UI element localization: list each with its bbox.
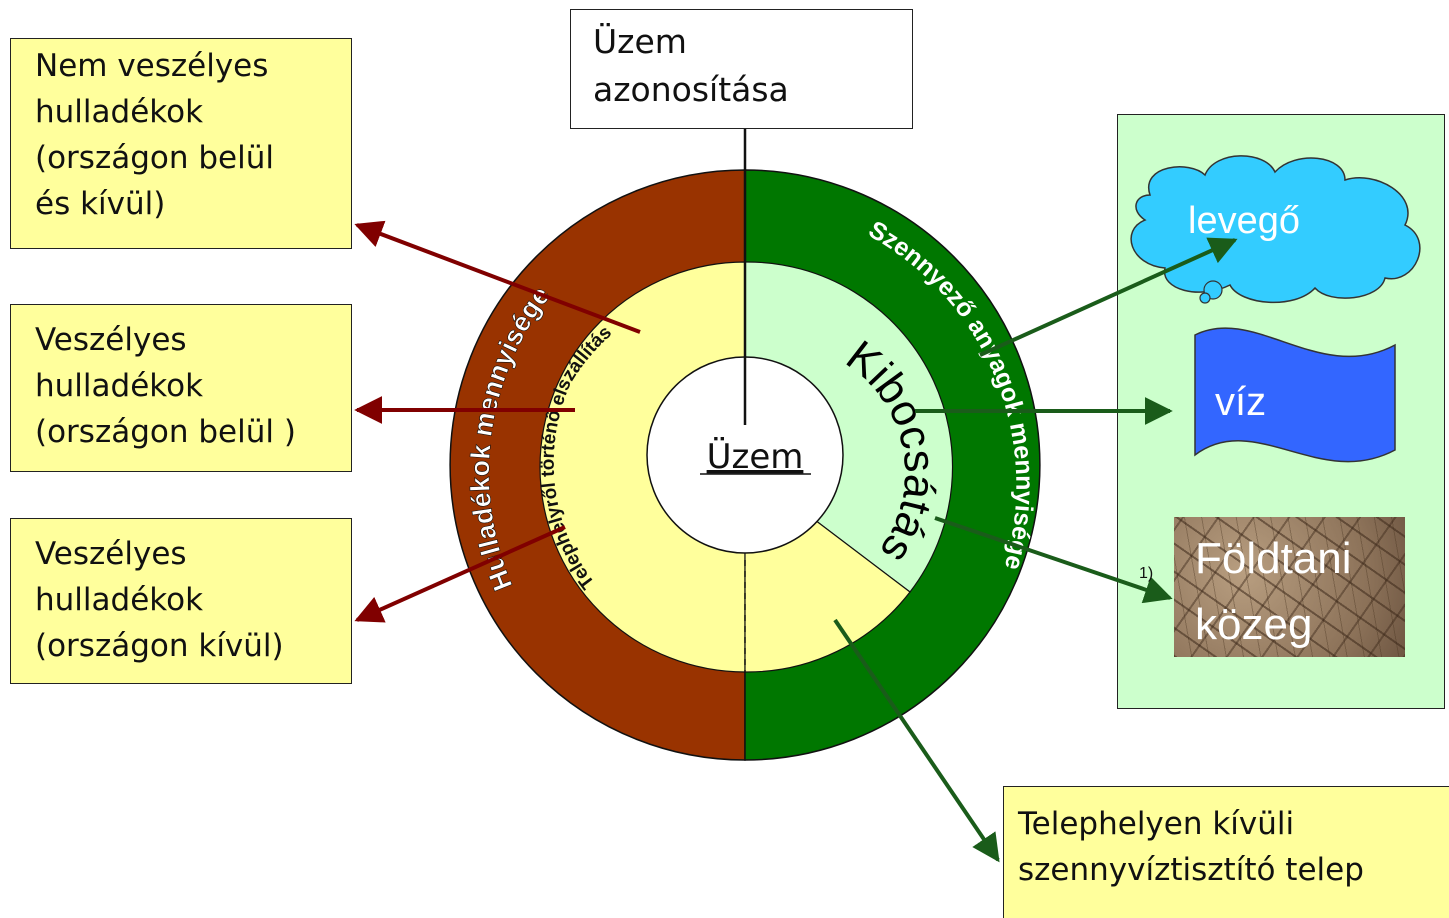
soil-footnote: 1) [1139,565,1153,582]
arrow-to-nonhazardous [354,220,641,334]
arrow-to-air [979,237,1238,357]
arrow-to-wastewater-plant [833,618,1000,863]
soil-texture-image [1174,517,1405,657]
transfer-ring [539,261,746,673]
water-flag [1194,327,1396,463]
hazardous-waste-domestic-box: Veszélyes hulladékok (országon belül ) [10,304,352,472]
arrow-to-soil [934,516,1173,604]
nonhazardous-waste-box: Nem veszélyes hulladékok (országon belül… [10,38,352,249]
soil-label-line1: Földtani [1195,534,1352,583]
center-label: Üzem [707,436,804,477]
air-cloud [1130,155,1421,304]
offsite-wastewater-plant-box: Telephelyen kívüli szennyvíztisztító tel… [1003,786,1449,918]
air-label: levegő [1188,200,1300,242]
hazardous-waste-abroad-box: Veszélyes hulladékok (országon kívül) [10,518,352,684]
emission-sector [744,261,954,593]
air-cloud-bubble-small [1199,292,1211,304]
soil-label-line2: közeg [1195,600,1313,649]
water-label: víz [1215,380,1267,424]
arrow-to-hazardous-out [354,525,566,623]
plant-identification-box: Üzem azonosítása [570,9,913,129]
